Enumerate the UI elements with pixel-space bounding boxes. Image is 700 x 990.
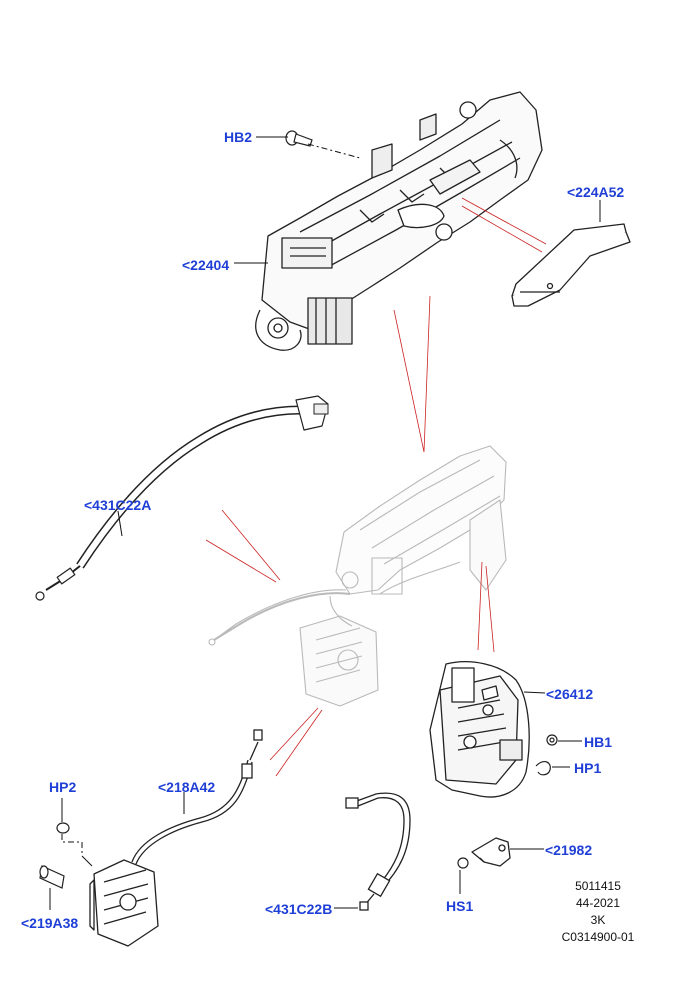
bolt-hb2	[285, 130, 313, 147]
door-latch-26412	[429, 661, 530, 798]
callout-21982: <21982	[545, 842, 593, 858]
callout-hs1: HS1	[446, 898, 474, 914]
bolt-hb1	[546, 734, 558, 746]
door-lock-actuator	[89, 859, 159, 947]
bracket-21982	[471, 837, 511, 867]
clip-hp1	[535, 761, 551, 776]
callout-hb1: HB1	[584, 734, 613, 750]
callout-26412: <26412	[546, 686, 594, 702]
clip-hp2	[56, 822, 70, 834]
reference-line-2: 44-2021	[575, 896, 621, 910]
reference-line-1: 5011415	[575, 879, 621, 893]
reference-line-3: 3K	[590, 913, 606, 927]
callout-22404: <22404	[182, 257, 230, 273]
callout-431c22a: <431C22A	[84, 497, 152, 513]
callout-leader-lines	[49, 136, 601, 910]
assembled-reference-view	[208, 445, 507, 707]
release-cable-431c22a	[35, 395, 329, 601]
reference-line-4: C0314900-01	[561, 930, 635, 944]
callout-431c22b: <431C22B	[265, 901, 333, 917]
callout-hp2: HP2	[49, 779, 77, 795]
callout-219a38: <219A38	[21, 915, 79, 931]
door-handle-assembly	[255, 91, 543, 351]
callout-224a52: <224A52	[567, 184, 625, 200]
screw-hs1	[457, 857, 469, 869]
reference-code-block: 5011415 44-2021 3K C0314900-01	[543, 878, 653, 946]
release-cable-431c22b	[345, 792, 411, 911]
callout-hb2: HB2	[224, 129, 253, 145]
assembly-leader-lines	[205, 197, 547, 777]
callout-hp1: HP1	[574, 760, 602, 776]
handle-cover-trim	[511, 223, 631, 307]
bushing-219a38	[39, 865, 65, 889]
callout-218a42: <218A42	[158, 779, 216, 795]
actuator-cable-218a42	[131, 729, 263, 865]
